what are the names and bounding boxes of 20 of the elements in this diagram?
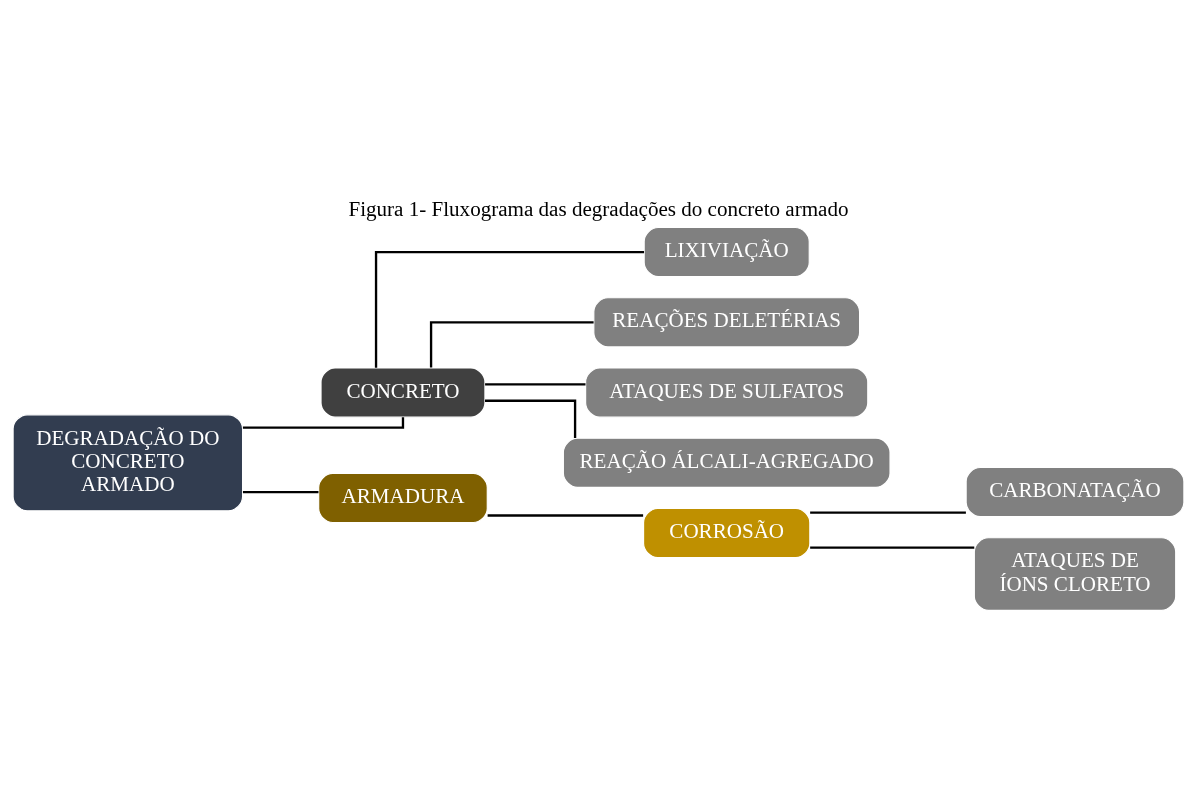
connector xyxy=(242,416,405,429)
connector xyxy=(487,513,644,517)
connector xyxy=(485,382,586,386)
connector xyxy=(485,399,577,438)
node-box: ARMADURA xyxy=(318,472,488,523)
connector xyxy=(810,546,975,549)
node-box: REAÇÕES DELETÉRIAS xyxy=(593,296,861,347)
node-box: CARBONATAÇÃO xyxy=(965,466,1185,517)
node-box: ATAQUES DE ÍONS CLORETO xyxy=(973,536,1177,611)
connector xyxy=(810,510,966,514)
connector xyxy=(374,250,645,368)
node-box: REAÇÃO ÁLCALI-AGREGADO xyxy=(562,437,891,488)
node-box: ATAQUES DE SULFATOS xyxy=(585,366,869,418)
node-box: DEGRADAÇÃO DO CONCRETO ARMADO xyxy=(12,413,244,511)
connector xyxy=(429,320,594,368)
connector xyxy=(242,490,319,493)
diagram-title: Figura 1- Fluxograma das degradações do concreto armado xyxy=(348,196,849,221)
node-box: CONCRETO xyxy=(320,366,486,418)
node-box: LIXIVIAÇÃO xyxy=(643,226,810,277)
node-box: CORROSÃO xyxy=(643,507,811,558)
